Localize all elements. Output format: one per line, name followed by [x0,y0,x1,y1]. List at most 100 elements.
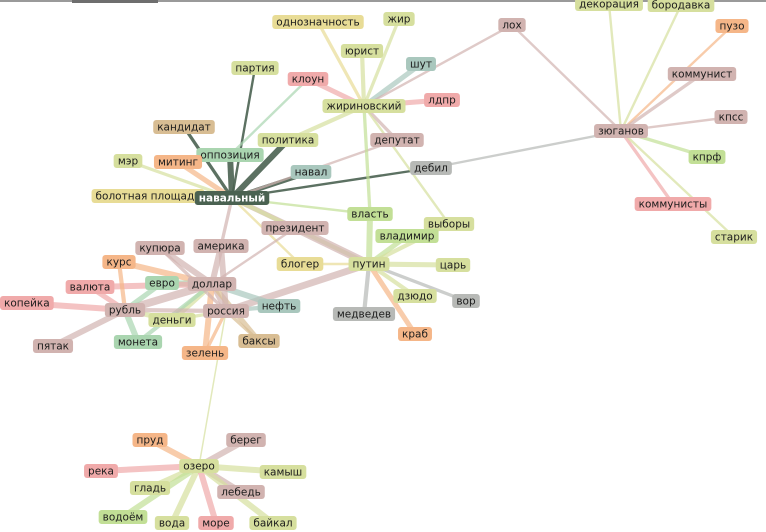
node-label: доллар [192,279,233,291]
edge-зюганов-лох [511,24,622,132]
node-декорация[interactable]: декорация [575,0,643,11]
node-pill [129,481,171,495]
node-пузо[interactable]: пузо [715,19,749,33]
node-лдпр[interactable]: лдпр [424,93,460,107]
node-дебил[interactable]: дебил [410,161,452,175]
node-болотная-площадь[interactable]: болотная площадь [91,189,205,203]
edge-зюганов-декорация [607,3,623,132]
node-блогер[interactable]: блогер [276,257,324,271]
edge-путин-краб [366,262,418,336]
node-царь[interactable]: царь [435,258,471,272]
node-америка[interactable]: америка [193,239,249,253]
node-pill [102,255,136,269]
node-депутат[interactable]: депутат [370,133,424,147]
node-рубль[interactable]: рубль [104,303,146,317]
node-мэр[interactable]: мэр [113,154,143,168]
node-пятак[interactable]: пятак [32,339,74,353]
edge-озеро-вода [169,464,202,525]
node-label: мэр [118,156,139,168]
node-pill [435,258,471,272]
node-label: камыш [264,467,303,479]
node-жириновский[interactable]: жириновский [322,99,406,113]
node-label: курс [107,257,132,269]
node-медведев[interactable]: медведев [332,307,396,321]
node-купюра[interactable]: купюра [135,241,185,255]
node-клоун[interactable]: клоун [287,72,329,86]
node-жир[interactable]: жир [383,12,415,26]
edge-навальный-партия [230,67,257,199]
node-путин[interactable]: путин [348,257,390,271]
node-label: выборы [428,219,470,231]
node-камыш[interactable]: камыш [259,465,307,479]
node-pill [290,165,332,179]
node-курс[interactable]: курс [102,255,136,269]
node-вор[interactable]: вор [452,294,480,308]
edge-зюганов-коммунисты [619,130,675,205]
node-pill [332,307,396,321]
node-море[interactable]: море [198,516,234,530]
node-валюта[interactable]: валюта [65,280,115,294]
node-нефть[interactable]: нефть [257,299,301,313]
node-митинг[interactable]: митинг [153,155,203,169]
node-label: президент [265,223,324,235]
node-кпрф[interactable]: кпрф [688,150,726,164]
node-pill [226,433,266,447]
node-label: пруд [136,435,163,447]
node-евро[interactable]: евро [145,276,179,290]
node-pill [148,313,196,327]
node-pill [91,189,205,203]
node-label: декорация [579,0,639,11]
node-label: клоун [292,74,325,86]
edge-озеро-море [196,465,219,524]
node-pill [98,510,148,524]
node-россия[interactable]: россия [203,304,249,318]
node-владимир[interactable]: владимир [375,229,439,243]
node-юрист[interactable]: юрист [340,44,384,58]
node-pill [153,155,203,169]
node-бородавка[interactable]: бородавка [647,0,715,12]
node-власть[interactable]: власть [347,207,393,221]
edge-рубль-курс [116,261,128,311]
node-доллар[interactable]: доллар [187,277,237,291]
node-река[interactable]: река [84,464,118,478]
node-однозначность[interactable]: однозначность [272,15,364,29]
node-монета[interactable]: монета [113,335,163,349]
node-деньги[interactable]: деньги [148,313,196,327]
node-кпсс[interactable]: кпсс [714,110,748,124]
node-лебедь[interactable]: лебедь [217,485,265,499]
node-пруд[interactable]: пруд [132,433,168,447]
node-навальный[interactable]: навальный [194,191,270,205]
node-pill [194,191,270,205]
node-навал[interactable]: навал [290,165,332,179]
node-коммунист[interactable]: коммунист [667,67,737,81]
node-краб[interactable]: краб [398,327,432,341]
node-зелень[interactable]: зелень [181,346,229,360]
node-копейка[interactable]: копейка [0,296,54,310]
node-pill [249,516,297,530]
node-баксы[interactable]: баксы [238,334,280,348]
node-старик[interactable]: старик [710,230,758,244]
node-оппозиция[interactable]: оппозиция [196,148,264,162]
node-озеро[interactable]: озеро [179,459,219,473]
node-берег[interactable]: берег [226,433,266,447]
node-label: байкал [253,518,292,530]
node-партия[interactable]: партия [231,61,279,75]
node-шут[interactable]: шут [406,57,436,71]
node-выборы[interactable]: выборы [423,217,475,231]
node-байкал[interactable]: байкал [249,516,297,530]
node-pill [179,459,219,473]
node-дзюдо[interactable]: дзюдо [393,289,437,303]
node-вода[interactable]: вода [154,516,190,530]
node-лох[interactable]: лох [498,18,526,32]
node-зюганов[interactable]: зюганов [594,124,648,138]
node-президент[interactable]: президент [261,221,329,235]
node-label: монета [118,337,158,349]
edge-путин-власть [366,213,373,265]
node-политика[interactable]: политика [257,133,319,147]
node-гладь[interactable]: гладь [129,481,171,495]
node-pill [575,0,643,11]
node-водоём[interactable]: водоём [98,510,148,524]
node-коммунисты[interactable]: коммунисты [634,197,712,211]
node-кандидат[interactable]: кандидат [153,120,215,134]
